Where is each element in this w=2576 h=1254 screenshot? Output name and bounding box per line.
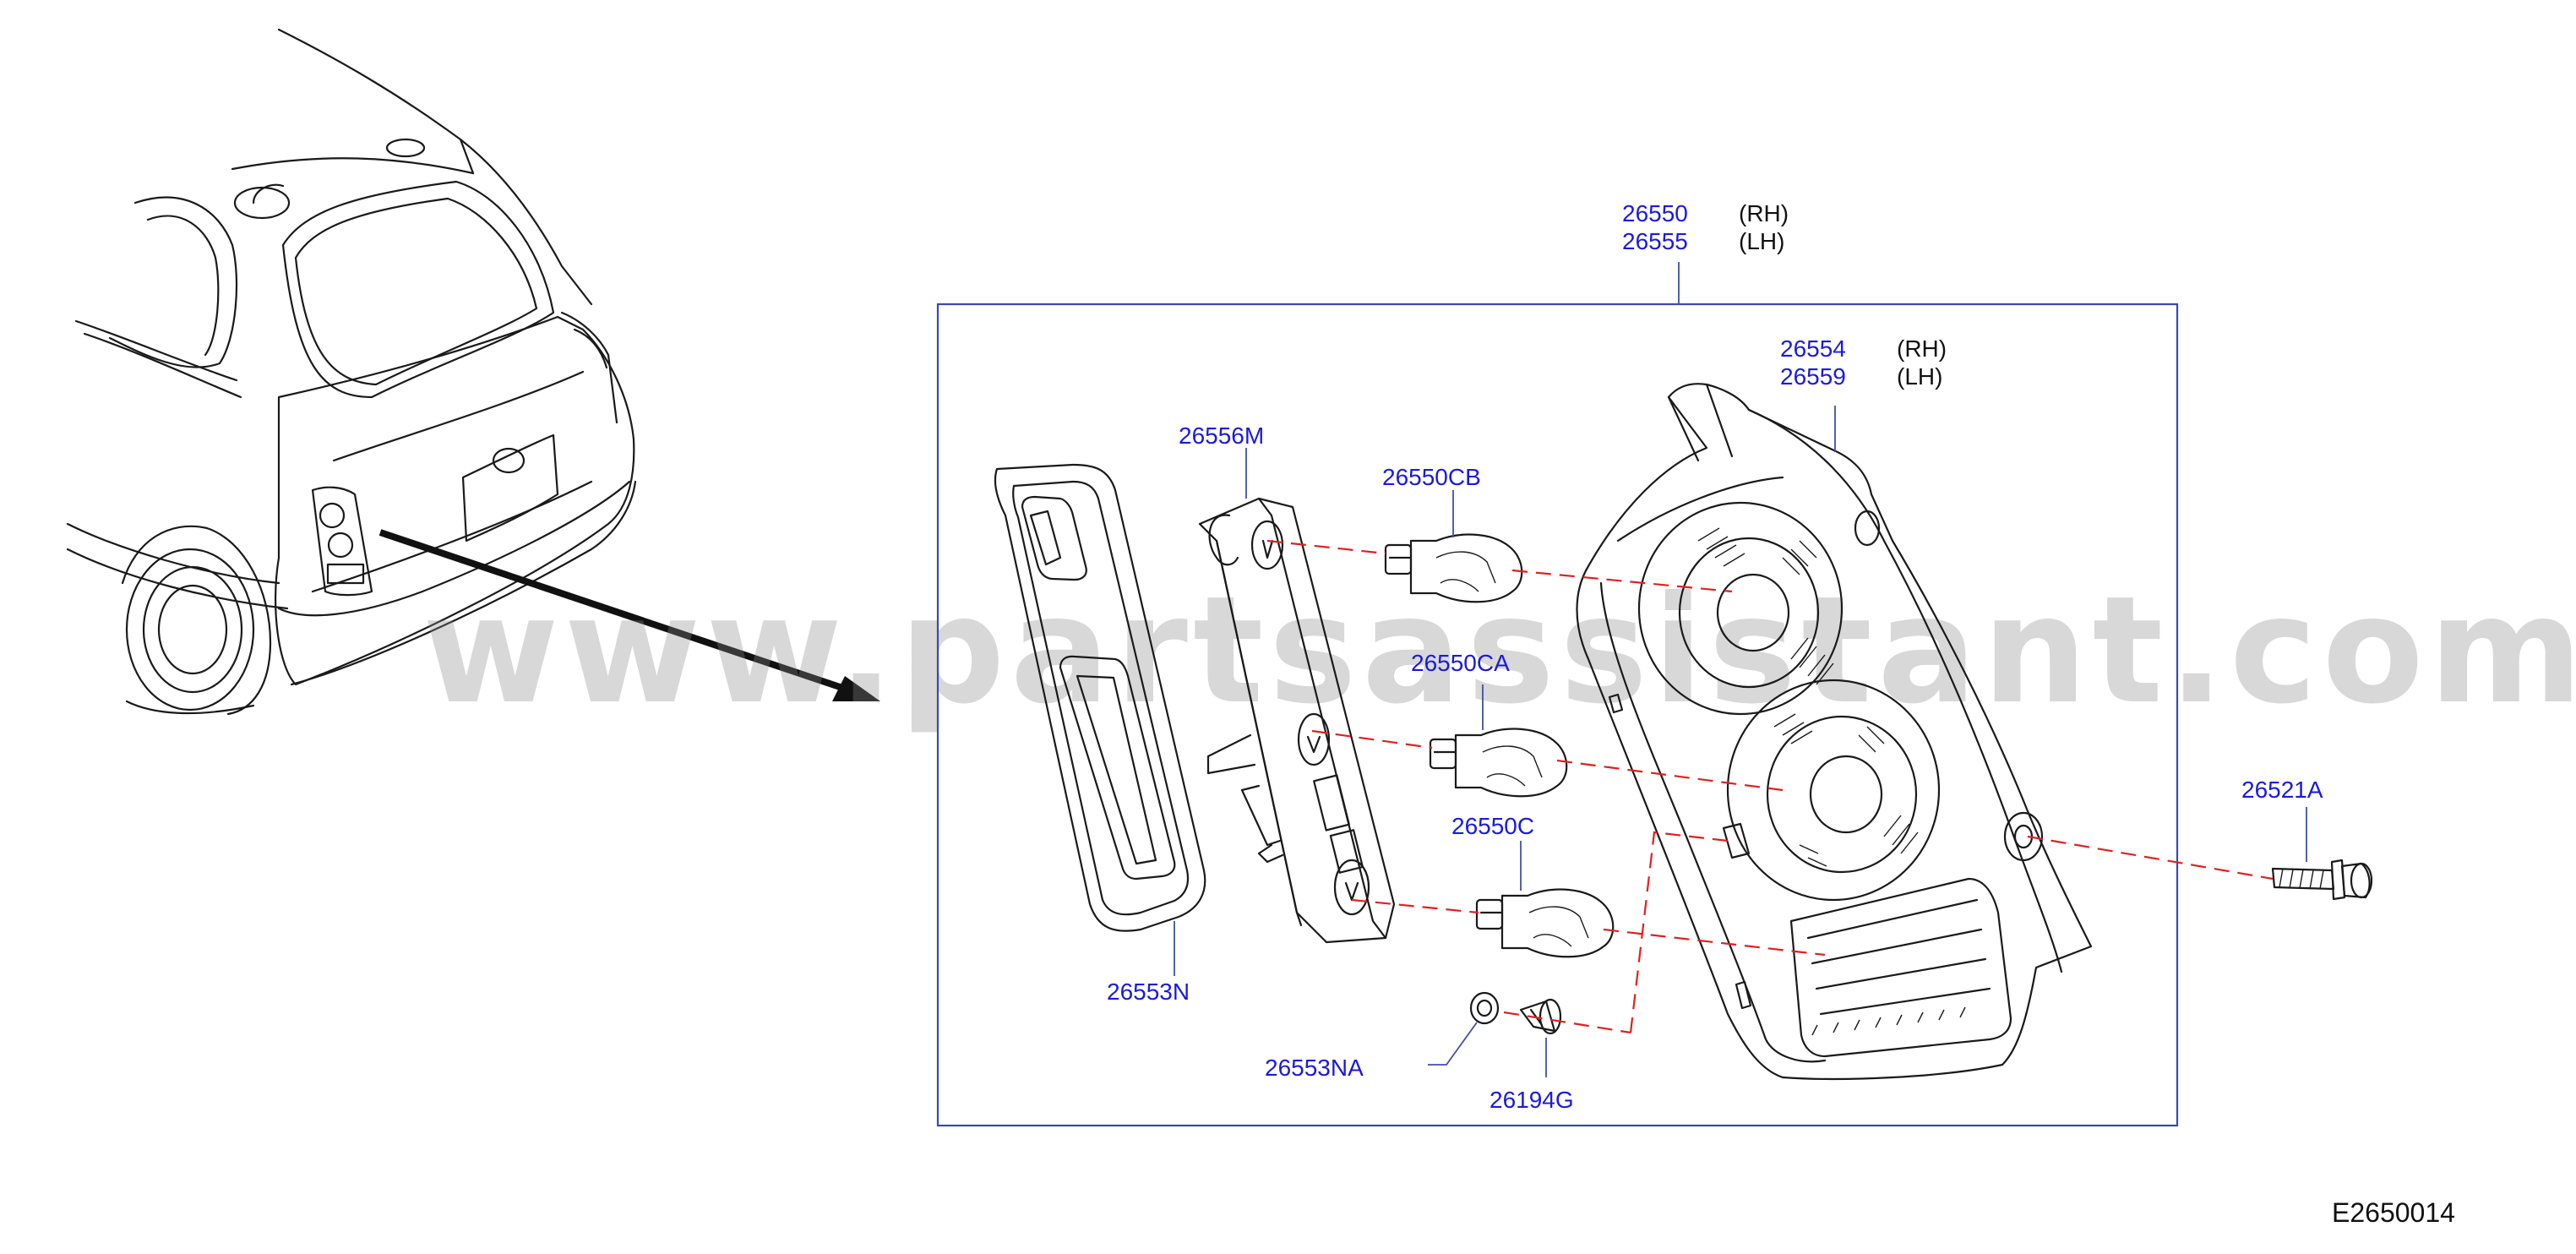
bulb-bottom-part (1475, 888, 1615, 958)
diagram-code: E2650014 (2332, 1197, 2455, 1228)
clip-part (1519, 998, 1562, 1035)
assembly-side-rh: (RH) (1739, 200, 1789, 226)
label-gasket: 26553N (1107, 979, 1190, 1005)
gasket-part (994, 463, 1206, 932)
assembly-label: 26550 26555 (RH) (LH) (1622, 200, 1789, 254)
label-bolt: 26521A (2241, 777, 2323, 803)
label-clip: 26194G (1490, 1087, 1574, 1113)
assembly-part-rh: 26550 (1622, 200, 1688, 226)
lamp-housing-part (1576, 383, 2093, 1080)
assembly-part-lh: 26555 (1622, 228, 1688, 254)
housing-part-lh: 26559 (1780, 363, 1846, 390)
bolt-part (2271, 859, 2373, 901)
alignment-lines (1266, 539, 2274, 1034)
housing-side-rh: (RH) (1897, 335, 1947, 362)
pointer-arrow (379, 529, 880, 701)
label-washer: 26553NA (1265, 1055, 1364, 1081)
label-socket-plate: 26556M (1179, 423, 1264, 449)
label-bulb-bottom: 26550C (1451, 813, 1534, 839)
label-bulb-top: 26550CB (1382, 464, 1481, 490)
bulb-middle-part (1429, 728, 1568, 798)
car-illustration (66, 28, 637, 716)
housing-label: 26554 26559 (RH) (LH) (1780, 335, 1947, 390)
label-bulb-middle: 26550CA (1411, 650, 1510, 676)
assembly-side-lh: (LH) (1739, 228, 1784, 254)
assembly-frame (936, 303, 2179, 1127)
washer-part (1469, 991, 1500, 1025)
watermark: www.partsassistant.com (422, 565, 2576, 737)
housing-side-lh: (LH) (1897, 363, 1942, 390)
housing-part-rh: 26554 (1780, 335, 1846, 362)
